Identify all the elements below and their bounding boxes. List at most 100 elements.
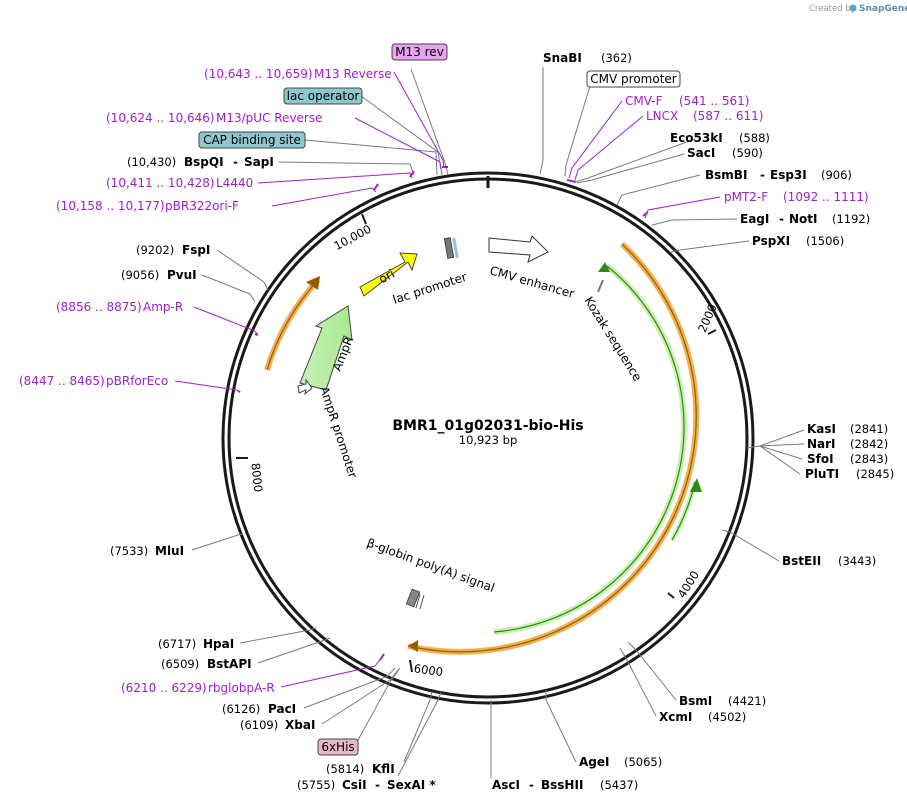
beta-globin-mark-2 [419,594,425,610]
primer-leader-pbr322 [271,187,377,207]
leader-pspxi [670,240,750,253]
leader-fspi [216,249,269,291]
primer-rbglobpa-name: rbglobpA-R [208,681,275,695]
primer-ampr-range: (8856 .. 8875) [56,300,142,314]
kozak-sequence-label: Kozak sequence [581,294,644,384]
site-esp3i-name: Esp3I [770,168,807,182]
primer-mark-pmt2 [642,211,649,217]
primer-pbrforeco-name: pBRforEco [106,374,168,388]
primer-leader-m13puc [354,117,442,171]
beta-globin-mark-1 [415,593,421,609]
leader-saci [576,153,685,184]
leader-bsteii [721,529,780,562]
primer-lncx-name: LNCX [646,109,678,123]
6xhis-box [317,738,359,756]
site-kasi-pos: (2841) [850,422,888,436]
6xhis-label: 6xHis [321,740,354,754]
site-sexai-name: SexAI * [387,778,436,792]
ampr-promoter-shape [297,378,313,396]
site-nari-pos: (2842) [850,437,888,451]
site-saci-name: SacI [687,146,715,160]
site-bstapi-name: BstAPI [207,657,252,671]
primer-leader-lncx [574,115,644,181]
leader-agei [545,690,577,763]
ori-label: ori [376,267,396,287]
leader-bspqi [278,161,415,176]
site-dash-3: - [529,778,534,792]
plasmid-backbone [221,171,755,705]
leader-cap [304,139,438,176]
primer-rbglobpa-range: (6210 .. 6229) [121,681,207,695]
leader-nari [759,443,805,447]
site-pspxi-name: PspXI [752,234,790,248]
orange-arc-left-line [266,279,319,371]
leader-eagi [651,218,738,226]
tick-6000-label: 6000 [413,661,444,679]
ori-arrow-shape [359,252,418,297]
credit-prefix: Created by [809,4,856,14]
primer-m13reverse-range: (10,643 .. 10,659) [204,67,313,81]
tick-6000-mark [409,659,413,673]
site-eco53ki-pos: (588) [739,131,770,145]
site-bspqi-name: BspQI [184,155,224,169]
site-fspi-pos: (9202) [136,243,174,257]
arrowhead-orange-left [306,276,320,290]
leader-eco53ki [574,138,696,183]
leader-pluti [759,445,801,475]
primer-l4440-name: L4440 [216,176,253,190]
site-bsmi-name: BsmI [679,694,712,708]
leader-paci [303,667,396,709]
cap-binding-label: CAP binding site [203,133,301,147]
site-xcmi-name: XcmI [659,710,692,724]
site-xcmi-pos: (4502) [708,710,746,724]
leader-pvui [201,274,256,303]
credit-brand: SnapGene [859,4,907,14]
leader-bstapi [257,637,331,664]
primer-pbr322-range: (10,158 .. 10,177) [56,199,165,213]
green-arc-inner-line [493,265,685,633]
site-pvui-name: PvuI [167,268,197,282]
site-sfoi-name: SfoI [807,452,834,466]
site-nari-name: NarI [807,437,836,451]
site-bsteii-pos: (3443) [838,554,876,568]
primer-mark-pbrforeco [237,390,241,393]
primer-pbr322-name: pBR322ori-F [165,199,239,213]
site-eco53ki-name: Eco53kI [670,131,723,145]
leader-csii [397,691,442,777]
site-csii-name: CsiI [342,778,367,792]
leader-lac-promoter [410,68,449,176]
beta-globin-shape [405,588,421,608]
tick-10000-mark [361,213,367,225]
site-dash-2: - [779,212,784,226]
primer-mark-l4440 [409,170,415,178]
site-bsshii-name: BssHII [541,778,583,792]
ampr-arrow-shape [299,305,353,391]
primer-leader-l4440 [257,172,413,184]
site-paci-name: PacI [268,702,296,716]
leader-kfli [403,691,433,763]
site-bstapi-pos: (6509) [161,657,199,671]
site-snabi-name: SnaBI [543,51,582,65]
site-bsmbi-name: BsmBI [705,168,747,182]
cap-binding-box [198,131,306,149]
lac-operator-shape [452,237,459,259]
site-dash-4: - [375,778,380,792]
leader-bsmi [627,641,677,701]
cmv-promoter-label: CMV promoter [590,72,677,86]
site-noti-name: NotI [789,212,818,226]
primer-leader-cmvf [568,100,623,179]
site-pspxi-pos: (1506) [806,234,844,248]
primer-m13puc-name: M13/pUC Reverse [216,111,323,125]
site-hpai-pos: (6717) [158,637,196,651]
tick-4000-mark [667,592,675,599]
site-agei-name: AgeI [579,755,609,769]
arrowhead-green-main [598,262,610,272]
primer-mark-ampr [254,333,259,336]
primer-ampr-name: Amp-R [143,300,183,314]
tick-2000-mark [707,329,717,335]
site-bspqi-pos: (10,430) [127,155,176,169]
site-sapi-name: SapI [244,155,274,169]
site-dash-5: - [233,155,238,169]
site-csii-pos: (5755) [297,778,335,792]
